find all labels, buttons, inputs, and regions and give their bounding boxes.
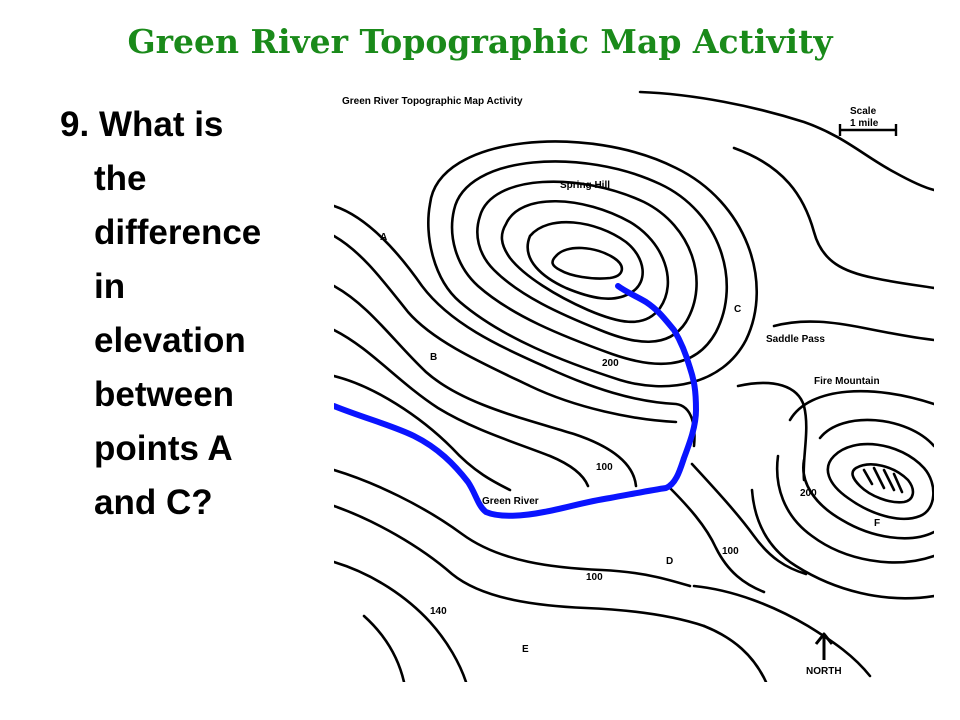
- fire-mountain-contour-3: [818, 418, 934, 448]
- summit-hatch-2: [872, 466, 886, 490]
- spring-hill-label: Spring Hill: [560, 180, 610, 191]
- contour-south-2: [334, 504, 706, 628]
- fire-mountain-contour-6: [775, 454, 934, 564]
- scale-label: Scale: [850, 106, 877, 117]
- contour-south-8: [690, 462, 808, 576]
- fire-mountain-contour-7: [736, 381, 808, 482]
- contour-north-1: [638, 90, 934, 192]
- west-contours: [334, 204, 696, 492]
- elevation-200-fire-mountain: 200: [800, 488, 817, 499]
- point-f-label: F: [874, 518, 880, 529]
- spring-hill-contour-5: [450, 160, 729, 366]
- north-arrow-icon: [814, 632, 834, 660]
- contour-south-7: [666, 484, 766, 594]
- question-line-2: the: [94, 159, 147, 198]
- fire-mountain-label: Fire Mountain: [814, 376, 880, 387]
- fire-mountain-summit: [862, 466, 904, 494]
- point-d-label: D: [666, 556, 673, 567]
- slide-title: Green River Topographic Map Activity: [127, 22, 833, 61]
- elevation-100-river: 100: [596, 462, 613, 473]
- spring-hill-contour-1: [551, 246, 624, 280]
- scale-bar: [838, 124, 898, 136]
- point-a-label: A: [380, 232, 387, 243]
- question-line-7: points A: [94, 429, 233, 468]
- question-line-8: and C?: [94, 483, 213, 522]
- fire-mountain-contours: [736, 381, 934, 600]
- fire-mountain-contour-2: [826, 442, 934, 521]
- contour-south-5: [692, 584, 872, 678]
- summit-hatch-3: [882, 468, 896, 492]
- spring-hill-contour-6: [427, 140, 759, 388]
- contour-north-3: [772, 320, 934, 342]
- question-line-4: in: [94, 267, 126, 306]
- spring-hill-contours: [427, 140, 759, 388]
- summit-hatch-1: [862, 468, 874, 486]
- fire-mountain-contour-8: [750, 488, 934, 600]
- fire-mountain-contour-1: [851, 463, 915, 504]
- contour-west-5: [334, 374, 512, 492]
- contour-south-3: [334, 560, 468, 682]
- contour-west-1: [334, 204, 696, 448]
- south-contours: [334, 462, 872, 682]
- scale-value: 1 mile: [850, 118, 879, 129]
- elevation-140-southwest: 140: [430, 606, 447, 617]
- north-contours: [638, 90, 934, 342]
- elevation-100-south: 100: [586, 572, 603, 583]
- question-line-3: difference: [94, 213, 262, 252]
- fire-mountain-contour-4: [802, 458, 934, 540]
- spring-hill-contour-3: [500, 200, 670, 324]
- contour-north-2: [732, 146, 934, 290]
- contour-west-2: [334, 234, 678, 424]
- contour-west-3: [334, 284, 638, 488]
- north-label: NORTH: [806, 666, 842, 677]
- topographic-map: Green River Topographic Map Activity Sca…: [334, 86, 934, 682]
- saddle-pass-label: Saddle Pass: [766, 334, 825, 345]
- question-line-text-1: What is: [98, 105, 224, 144]
- question-text: 9. What is the difference in elevation b…: [60, 98, 322, 530]
- point-e-label: E: [522, 644, 529, 655]
- contour-south-6: [702, 624, 768, 682]
- point-c-label: C: [734, 304, 741, 315]
- contour-south-4: [362, 614, 406, 682]
- question-line-1: 9. What is: [60, 98, 322, 152]
- elevation-100-east: 100: [722, 546, 739, 557]
- elevation-200-spring-hill: 200: [602, 358, 619, 369]
- question-line-6: between: [94, 375, 235, 414]
- question-number: 9.: [60, 105, 90, 144]
- contour-south-1: [334, 468, 692, 588]
- green-river: [334, 283, 699, 519]
- question-line-5: elevation: [94, 321, 246, 360]
- fire-mountain-contour-5: [788, 389, 934, 422]
- green-river-label: Green River: [482, 496, 539, 507]
- contour-west-4: [334, 328, 590, 488]
- map-title: Green River Topographic Map Activity: [342, 96, 523, 107]
- topographic-map-svg: Green River Topographic Map Activity Sca…: [334, 90, 934, 682]
- summit-hatch-4: [892, 472, 904, 494]
- point-b-label: B: [430, 352, 437, 363]
